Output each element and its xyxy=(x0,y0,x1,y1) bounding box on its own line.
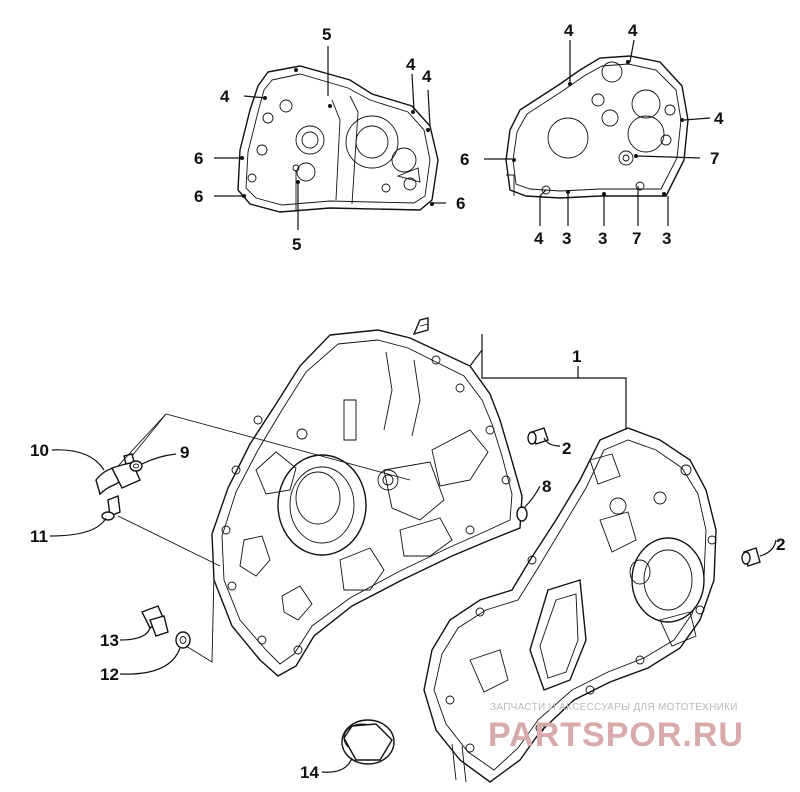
crankcase-left-half xyxy=(211,317,523,677)
watermark-tagline: ЗАПЧАСТИ И АКСЕССУАРЫ ДЛЯ МОТОТЕХНИКИ xyxy=(490,702,738,713)
dowel-pin-lower xyxy=(741,547,761,567)
plug-cap-14 xyxy=(341,719,395,765)
callout-1: 1 xyxy=(572,347,581,366)
callout-3-c: 3 xyxy=(662,229,671,248)
callout-13: 13 xyxy=(100,631,119,650)
callout-12: 12 xyxy=(100,665,119,684)
drain-plug-13 xyxy=(141,605,169,637)
callout-9: 9 xyxy=(180,443,189,462)
callout-4-top-right: 4 xyxy=(422,67,432,86)
watermark: ЗАПЧАСТИ И АКСЕССУАРЫ ДЛЯ МОТОТЕХНИКИ PA… xyxy=(488,702,744,754)
callout-5-bottom: 5 xyxy=(292,235,301,254)
callout-4-right-gasket-bottom: 4 xyxy=(534,229,544,248)
bolt-11 xyxy=(101,495,121,521)
o-ring-8 xyxy=(516,506,528,522)
crankcase-right-half xyxy=(423,427,717,783)
callout-6-upper-left: 6 xyxy=(194,149,203,168)
washer-12 xyxy=(175,631,191,649)
leader-lines xyxy=(49,39,777,773)
callout-labels: 5 4 4 4 6 6 6 5 4 4 4 7 6 4 3 3 7 3 1 2 … xyxy=(30,21,785,782)
callout-6-right-gasket: 6 xyxy=(460,150,469,169)
callout-11: 11 xyxy=(30,527,48,546)
breather-fitting-10 xyxy=(95,453,141,496)
callout-14: 14 xyxy=(300,763,319,782)
callout-4-right-gasket-a: 4 xyxy=(564,21,574,40)
callout-6-lower-left: 6 xyxy=(194,187,203,206)
callout-3-a: 3 xyxy=(562,229,571,248)
callout-3-b: 3 xyxy=(598,229,607,248)
callout-4-left: 4 xyxy=(220,87,230,106)
callout-7-lower: 7 xyxy=(632,229,641,248)
callout-2-upper: 2 xyxy=(562,439,571,458)
callout-4-top-mid: 4 xyxy=(406,55,416,74)
washer-9 xyxy=(129,460,143,472)
callout-4-right-gasket-b: 4 xyxy=(628,21,638,40)
callout-2-right: 2 xyxy=(776,535,785,554)
gasket-left xyxy=(237,65,439,213)
gasket-right xyxy=(505,55,689,199)
dowel-pin-upper xyxy=(527,427,549,445)
callout-5-top: 5 xyxy=(322,25,331,44)
callout-4-right-gasket-c: 4 xyxy=(714,109,724,128)
callout-7-upper: 7 xyxy=(710,149,719,168)
watermark-brand: PARTSPOR.RU xyxy=(488,716,744,754)
callout-10: 10 xyxy=(30,441,49,460)
callout-8: 8 xyxy=(542,477,551,496)
callout-6-gasket-left-right: 6 xyxy=(456,194,465,213)
